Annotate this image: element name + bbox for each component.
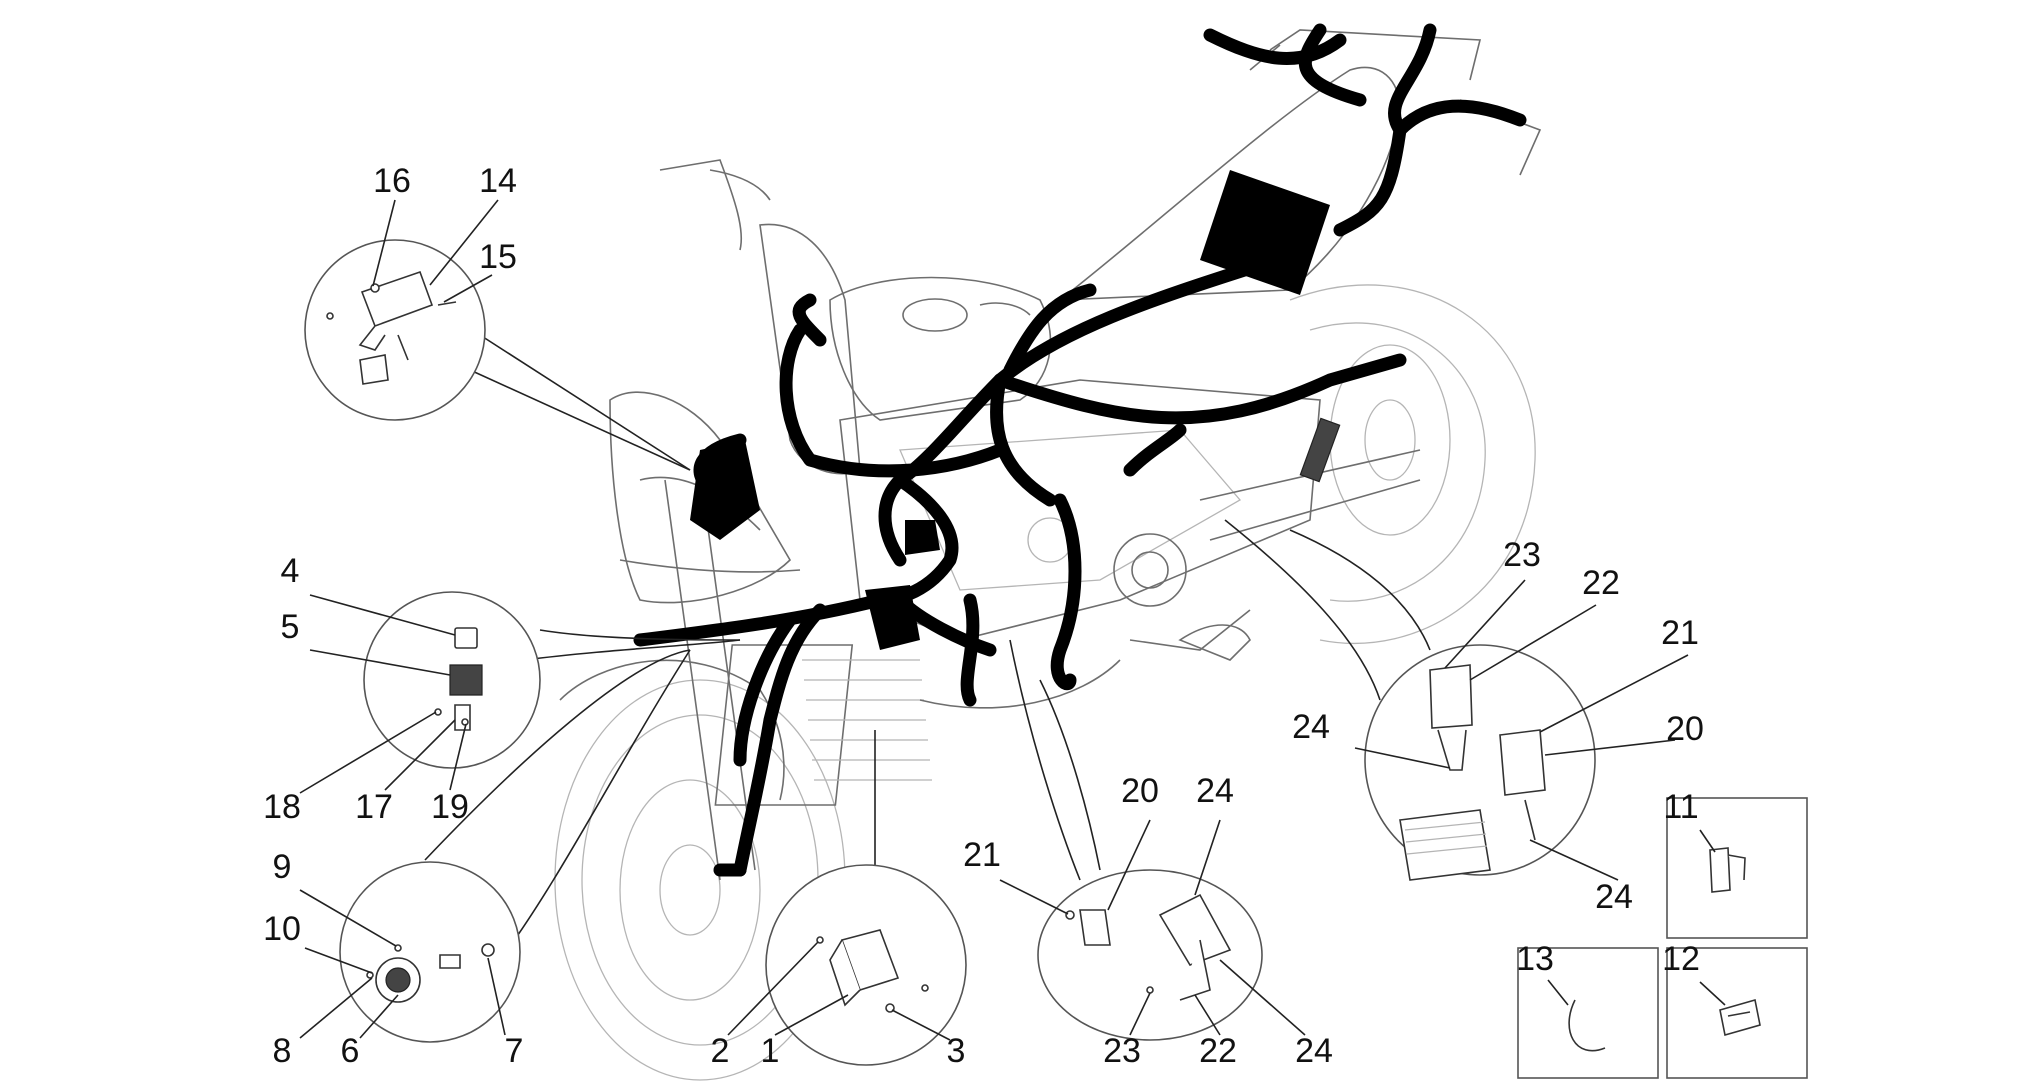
callout-leaders	[299, 199, 1726, 1041]
callout-8: 8	[273, 1032, 292, 1070]
detail-relay-group	[363, 591, 741, 769]
callout-16: 16	[373, 162, 411, 200]
detail-box-11	[1666, 797, 1808, 939]
callout-7: 7	[505, 1032, 524, 1070]
callout-5: 5	[281, 608, 300, 646]
callout-23: 23	[1503, 536, 1541, 574]
callout-11: 11	[1663, 788, 1698, 826]
callout-4: 4	[281, 552, 300, 590]
callout-21: 21	[1661, 614, 1699, 652]
callout-9: 9	[273, 848, 292, 886]
callout-15: 15	[479, 238, 517, 276]
callout-22: 22	[1199, 1032, 1237, 1070]
callout-2: 2	[711, 1032, 730, 1070]
detail-ecu-bottom-group	[765, 730, 967, 1066]
detail-box-13	[1517, 947, 1659, 1079]
callout-20: 20	[1121, 772, 1159, 810]
callout-12: 12	[1662, 940, 1700, 978]
callout-23: 23	[1103, 1032, 1141, 1070]
callout-14: 14	[479, 162, 517, 200]
main-wiring-harness	[633, 23, 1527, 877]
callout-20: 20	[1666, 710, 1704, 748]
detail-rear-ignition-group	[1224, 519, 1596, 881]
callout-17: 17	[355, 788, 393, 826]
callout-24: 24	[1196, 772, 1234, 810]
callout-13: 13	[1516, 940, 1554, 978]
callout-3: 3	[947, 1032, 966, 1070]
callout-24: 24	[1595, 878, 1633, 916]
detail-ecu-relay-group	[304, 239, 691, 471]
callout-10: 10	[263, 910, 301, 948]
detail-front-ignition-group	[1009, 639, 1263, 1041]
callout-24: 24	[1295, 1032, 1333, 1070]
callout-21: 21	[963, 836, 1001, 874]
callout-18: 18	[263, 788, 301, 826]
callout-6: 6	[341, 1032, 360, 1070]
callout-1: 1	[761, 1032, 780, 1070]
callout-19: 19	[431, 788, 469, 826]
callout-24: 24	[1292, 708, 1330, 746]
detail-box-12	[1666, 947, 1808, 1079]
callout-22: 22	[1582, 564, 1620, 602]
detail-horn-group	[339, 649, 691, 1043]
